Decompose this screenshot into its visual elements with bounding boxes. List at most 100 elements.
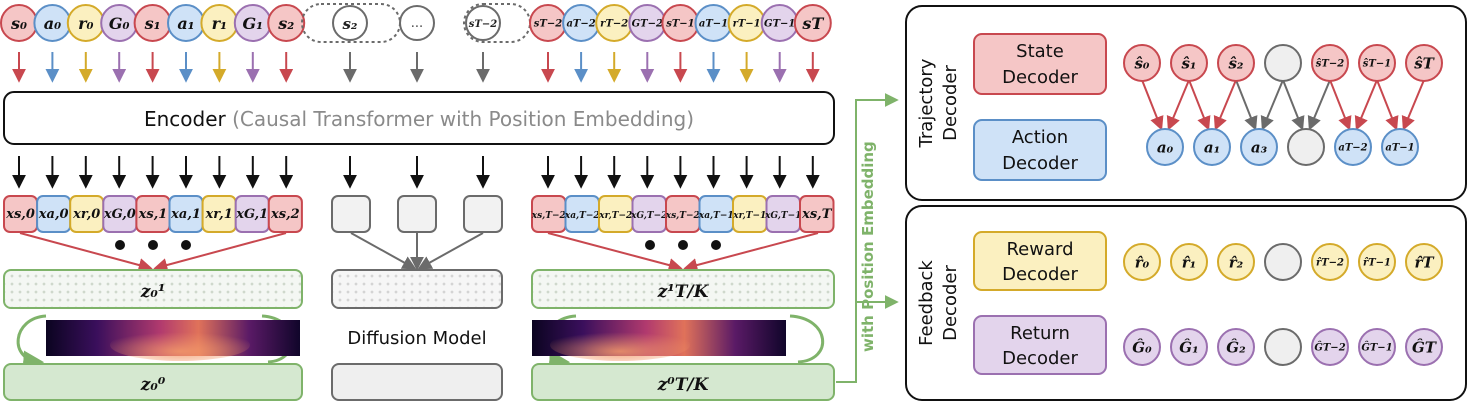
embedding-token-label: xs,0 xyxy=(5,207,35,222)
aggregation-arrow xyxy=(683,232,819,272)
return-output-label: ĜT−2 xyxy=(1314,342,1345,354)
state-to-action-arrow xyxy=(1141,79,1164,131)
state-output-node xyxy=(1264,44,1302,82)
action-output-label: a₁ xyxy=(1204,138,1220,156)
input-token-label: aT−1 xyxy=(699,19,728,30)
state-to-action-arrow xyxy=(1235,79,1258,131)
aggregation-dots-left xyxy=(115,240,191,250)
arrow-mid-embed-3 xyxy=(417,232,484,270)
reward-output-label: r̂T−1 xyxy=(1363,258,1391,269)
token-sT2-mid-label: sT−2 xyxy=(469,19,497,30)
state-output-node xyxy=(1170,44,1208,82)
token-s2-mid-label: s₂ xyxy=(342,15,357,33)
input-arrows-right xyxy=(541,52,820,83)
embedding-token-state xyxy=(799,195,835,233)
return-decoder-box xyxy=(973,315,1107,375)
state-output-node xyxy=(1358,44,1396,82)
return-output-label: ĜT−1 xyxy=(1361,342,1392,354)
latent-clean-mid xyxy=(331,363,503,401)
next-state-to-action-arrow xyxy=(1260,79,1284,131)
latent-clean-right xyxy=(531,363,835,401)
action-decoder-line2: Decoder xyxy=(1002,153,1078,174)
action-output-node xyxy=(1287,128,1325,166)
arrow-mid-embed-1 xyxy=(350,232,417,270)
embed-mid-3 xyxy=(463,195,503,233)
state-output-label: ŝ₁ xyxy=(1181,54,1196,72)
reward-output-node xyxy=(1311,243,1349,281)
latent-clean-right-label: z⁰T/K xyxy=(657,375,710,395)
input-token-dotted-s2-group: s₂ xyxy=(301,3,401,43)
input-arrows-left xyxy=(12,52,294,83)
next-state-to-action-arrow xyxy=(1307,79,1331,131)
input-token-label: s₁ xyxy=(144,14,161,33)
latent-noisy-right-label: z¹T/K xyxy=(657,282,710,302)
input-token-label: r₁ xyxy=(212,14,227,33)
embed-mid-1 xyxy=(331,195,371,233)
embedding-token-label: xs,2 xyxy=(270,207,300,222)
input-token-label: GT−1 xyxy=(764,19,795,30)
embedding-token-label: xa,0 xyxy=(38,207,69,222)
return-output-label: Ĝ₁ xyxy=(1179,338,1198,356)
action-output-node xyxy=(1146,128,1184,166)
input-token-label: GT−2 xyxy=(632,19,663,30)
state-output-label: ŝ₀ xyxy=(1134,54,1149,72)
embedding-token-label: xG,0 xyxy=(103,207,136,222)
latent-clean-left xyxy=(3,363,303,401)
input-token-label: a₁ xyxy=(177,14,194,33)
return-output-node xyxy=(1358,328,1396,366)
state-output-node xyxy=(1217,44,1255,82)
diffusion-model-label: Diffusion Model xyxy=(347,328,486,349)
embedding-token-label: xr,1 xyxy=(205,207,233,222)
embedding-token-label: xa,1 xyxy=(170,207,201,222)
embedding-token-label: xs,T−2 xyxy=(531,211,566,221)
input-token-label: sT xyxy=(801,14,824,33)
embedding-token-label: xs,T xyxy=(801,207,833,222)
state-output-label: ŝT xyxy=(1414,54,1435,72)
embedding-token-label: xa,T−2 xyxy=(564,211,600,221)
return-output-node xyxy=(1311,328,1349,366)
heatmap-left-glow xyxy=(110,329,250,361)
input-token-label: sT−2 xyxy=(534,19,562,30)
connector-to-trajectory-decoder xyxy=(836,93,899,383)
diffusion-loop-left-in xyxy=(16,314,47,372)
reward-output-node xyxy=(1358,243,1396,281)
next-state-to-action-arrow xyxy=(1354,79,1378,131)
return-output-label: Ĝ₂ xyxy=(1226,338,1246,356)
action-output-node xyxy=(1240,128,1278,166)
state-output-node xyxy=(1405,44,1443,82)
reward-output-label: r̂₀ xyxy=(1135,253,1150,271)
action-decoder-box xyxy=(973,119,1107,181)
input-token-label: rT−1 xyxy=(733,19,761,30)
next-state-to-action-arrow xyxy=(1213,79,1237,131)
token-ellipsis-label: ... xyxy=(411,16,423,31)
reward-output-label: r̂₂ xyxy=(1229,253,1244,271)
input-token-label: rT−2 xyxy=(600,19,628,30)
latent-noisy-mid xyxy=(331,269,503,309)
action-output-node xyxy=(1381,128,1419,166)
reward-decoder-line2: Decoder xyxy=(1002,264,1078,285)
return-output-node xyxy=(1170,328,1208,366)
reward-decoder-box xyxy=(973,231,1107,291)
reward-output-node xyxy=(1405,243,1443,281)
next-state-to-action-arrow xyxy=(1166,79,1190,131)
diffusion-loop-right-out xyxy=(789,314,825,364)
state-decoder-box xyxy=(973,33,1107,95)
state-decoder-line1: State xyxy=(1016,41,1064,62)
action-output-label: a₀ xyxy=(1157,138,1174,156)
encoder-box xyxy=(3,91,835,145)
token-sT2-mid xyxy=(465,5,501,41)
embedding-token-label: xG,T−2 xyxy=(630,211,667,221)
return-output-label: Ĝ₀ xyxy=(1132,338,1152,356)
action-output-node xyxy=(1193,128,1231,166)
next-state-to-action-arrow xyxy=(1401,79,1425,131)
state-output-label: ŝT−2 xyxy=(1316,59,1344,70)
input-token-label: a₀ xyxy=(44,14,61,33)
input-token-dotted-sT2-group: sT−2 xyxy=(463,3,531,43)
trajectory-title-2: Decoder xyxy=(940,65,961,141)
